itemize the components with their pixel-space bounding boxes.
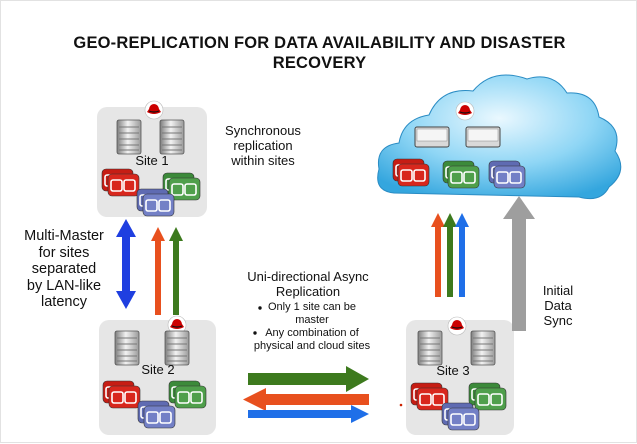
cloud-arrow-green [443,213,457,297]
storage-drive-icon [143,405,176,429]
cloud-arrow-red [431,213,445,297]
site3-label: Site 3 [436,363,470,378]
storage-drive-icon [108,385,141,409]
storage-drive-icon [474,387,507,411]
async-arrow-blue [248,405,369,423]
initial-sync-arrow [503,196,535,331]
multi-master-double-arrow [116,219,136,309]
async-arrow-red [243,388,369,411]
async-replication-text: Uni-directional Async Replication [247,269,369,299]
storage-drive-icon [493,165,526,189]
site1-label: Site 1 [135,153,169,168]
async-arrow-green [248,366,369,392]
site3-panel [406,316,514,435]
storage-drive-icon [447,407,480,431]
server-icon [116,119,142,155]
page-title-line2: RECOVERY [272,54,367,72]
sync-arrow-red [151,227,165,315]
sync-arrow-green [169,227,183,315]
cloud-arrow-blue [455,213,469,297]
storage-drive-icon [107,173,140,197]
page-title-line1: GEO-REPLICATION FOR DATA AVAILABILITY AN… [73,34,566,52]
server-icon [470,330,496,366]
dot-marker [399,403,403,407]
redhat-logo-icon [455,101,475,121]
storage-drive-icon [174,385,207,409]
storage-drive-icon [447,165,480,189]
redhat-logo-icon [447,316,467,336]
bullet-combination: Any combination of physical and cloud si… [253,327,371,352]
redhat-logo-icon [144,100,164,120]
server-icon [164,330,190,366]
multi-master-text: Multi-Master for sites separated by LAN-… [24,228,104,310]
cloud-icon [377,74,622,200]
server-icon [465,126,501,148]
server-icon [417,330,443,366]
site1-panel [97,100,207,217]
site2-panel [99,315,216,435]
site2-label: Site 2 [141,362,175,377]
initial-sync-text: Initial Data Sync [542,283,574,328]
server-icon [159,119,185,155]
server-icon [414,126,450,148]
storage-drive-icon [142,193,175,217]
sync-replication-text: Synchronous replication within sites [225,123,301,168]
bullet-master: Only 1 site can be master [267,301,357,326]
server-icon [114,330,140,366]
storage-drive-icon [397,163,430,187]
